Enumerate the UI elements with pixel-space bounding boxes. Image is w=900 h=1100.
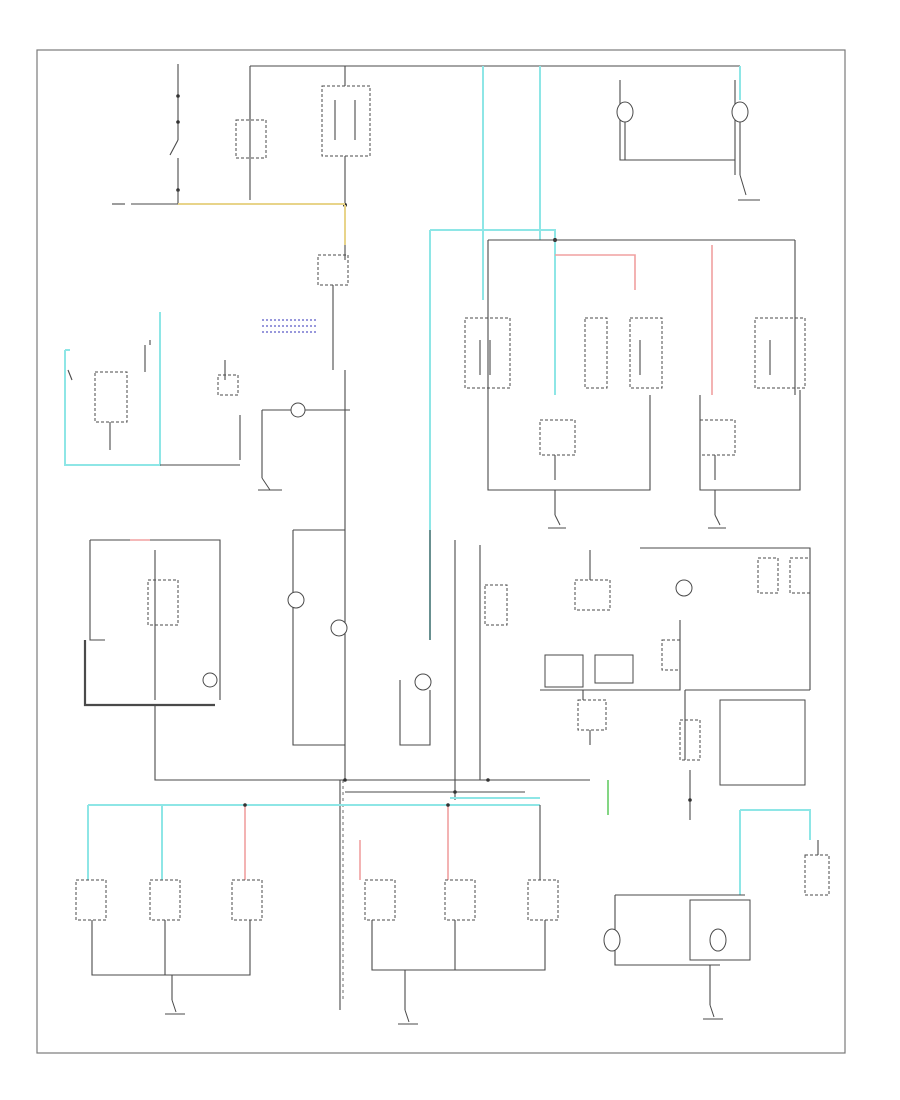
- connector-box-icon: [235, 119, 267, 159]
- splice-dot-icon: [243, 803, 247, 807]
- lamp-bulb-icon: [603, 928, 621, 952]
- lamp-bulb-icon: [414, 673, 432, 691]
- lamp-bulb-icon: [202, 672, 218, 688]
- splice-dot-icon: [486, 778, 490, 782]
- heater-controls: [479, 545, 681, 780]
- splice-dot-icon: [343, 778, 347, 782]
- bottom-center-lamps: [364, 879, 559, 1025]
- center-trunk: [339, 370, 346, 1010]
- mid-horizontal-bus: [345, 779, 609, 815]
- relay-module-top-left: [235, 100, 267, 159]
- instrument-dimmer: [262, 245, 349, 370]
- ignition-switch-area: [112, 64, 180, 205]
- cyan-distribution: [429, 229, 557, 640]
- headlamp-switch-module: [321, 85, 371, 207]
- lamp-bulb-icon: [709, 928, 727, 952]
- lamp-bulb-icon: [675, 579, 693, 597]
- pink-wire-1: [555, 254, 636, 290]
- center-cluster-lamp: [399, 530, 456, 800]
- lamp-bulb-icon: [731, 101, 749, 123]
- transmission-indicator-panel: [64, 312, 241, 466]
- lamp-bulb-icon: [330, 619, 348, 637]
- diagram-frame: [36, 49, 846, 1054]
- splice-dot-icon: [446, 803, 450, 807]
- lamp-bulb-icon: [616, 101, 634, 123]
- lamp-sockets-row-1: [464, 317, 806, 389]
- top-right-lamps: [616, 80, 760, 201]
- lower-loop-left: [487, 240, 651, 491]
- lamp-sockets-row-2: [539, 390, 801, 529]
- top-power-bus: [249, 65, 741, 300]
- center-left-cluster: [287, 529, 348, 746]
- lamp-bulb-icon: [290, 402, 306, 418]
- splice-dot-icon: [453, 790, 457, 794]
- clock-lamp: [258, 402, 350, 491]
- left-switch-group: [83, 539, 345, 781]
- bottom-right-lamps: [603, 770, 830, 1020]
- lamp-bulb-icon: [287, 591, 305, 609]
- splice-dots: [243, 778, 490, 807]
- right-middle-controls: [640, 547, 811, 786]
- bottom-left-lamps: [75, 879, 263, 1015]
